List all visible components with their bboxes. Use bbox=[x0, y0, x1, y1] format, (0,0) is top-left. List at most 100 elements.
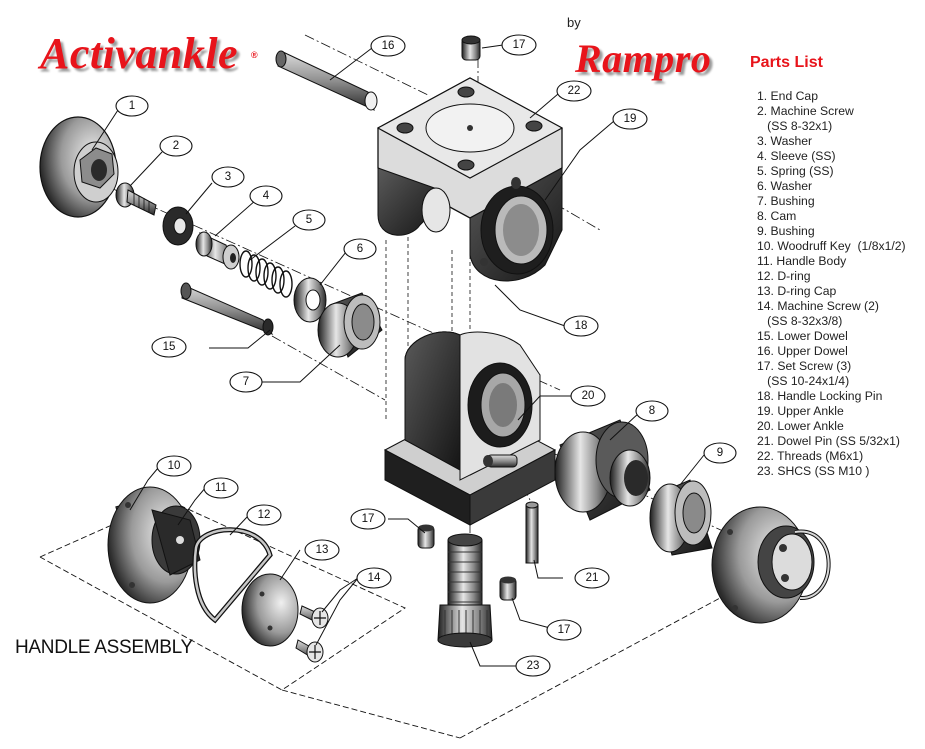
parts-list-item: 13. D-ring Cap bbox=[757, 284, 837, 298]
callout-label-20: 20 bbox=[582, 390, 595, 402]
callout-3 bbox=[211, 166, 245, 188]
callout-labels: 1 2 3 4 5 6 7 8 9 10 11 12 13 14 15 16 1… bbox=[129, 39, 723, 672]
parts-list-item: 21. Dowel Pin (SS 5/32x1) bbox=[757, 434, 900, 448]
parts-list-item: 3. Washer bbox=[757, 134, 813, 148]
callout-label-17a: 17 bbox=[513, 39, 526, 51]
callout-22 bbox=[556, 80, 592, 102]
part-spring bbox=[239, 250, 293, 298]
callout-label-15: 15 bbox=[163, 341, 176, 353]
callout-4 bbox=[249, 185, 283, 207]
part-set-screw-top bbox=[461, 35, 481, 61]
parts-list-item: 1. End Cap bbox=[757, 89, 818, 103]
parts-list-item: 20. Lower Ankle bbox=[757, 419, 844, 433]
callout-19 bbox=[612, 108, 648, 130]
parts-list-item: 7. Bushing bbox=[757, 194, 815, 208]
callout-label-3: 3 bbox=[225, 171, 231, 183]
callout-label-13: 13 bbox=[316, 544, 329, 556]
callout-label-1: 1 bbox=[129, 100, 135, 112]
part-d-ring bbox=[192, 527, 273, 624]
parts-list-item: 23. SHCS (SS M10 ) bbox=[757, 464, 870, 478]
parts-list-item: 15. Lower Dowel bbox=[757, 329, 848, 343]
callout-label-2: 2 bbox=[173, 140, 179, 152]
part-bushing bbox=[317, 292, 383, 358]
parts-list-item: 18. Handle Locking Pin bbox=[757, 389, 883, 403]
callout-18 bbox=[563, 315, 599, 337]
callout-17a bbox=[501, 34, 537, 56]
callout-21 bbox=[574, 567, 610, 589]
parts-list-item: 19. Upper Ankle bbox=[757, 404, 844, 418]
parts-list-item: 2. Machine Screw bbox=[757, 104, 854, 118]
part-lower-dowel bbox=[180, 282, 274, 336]
part-sleeve bbox=[195, 231, 240, 270]
part-bushing-2 bbox=[649, 479, 713, 556]
parts-list-item: (SS 8-32x1) bbox=[757, 119, 833, 133]
callout-label-11: 11 bbox=[215, 482, 227, 494]
parts-list-item: 12. D-ring bbox=[757, 269, 811, 283]
parts-list-item: 17. Set Screw (3) bbox=[757, 359, 852, 373]
part-cam bbox=[554, 419, 651, 521]
parts-list-item: 5. Spring (SS) bbox=[757, 164, 834, 178]
rampro-logo: Rampro bbox=[575, 36, 712, 81]
callout-17c bbox=[546, 619, 582, 641]
parts-list-item: 11. Handle Body bbox=[757, 254, 847, 268]
callout-label-21: 21 bbox=[586, 572, 599, 584]
part-handle-body bbox=[107, 486, 201, 604]
callout-12 bbox=[246, 504, 282, 526]
parts-list-item: 22. Threads (M6x1) bbox=[757, 449, 864, 463]
parts-list: 1. End Cap 2. Machine Screw (SS 8-32x1) … bbox=[757, 89, 906, 479]
parts-list-item: 6. Washer bbox=[757, 179, 813, 193]
callout-14 bbox=[356, 567, 392, 589]
callout-10 bbox=[156, 455, 192, 477]
part-dowel-pin bbox=[525, 501, 539, 564]
callout-label-6: 6 bbox=[357, 243, 363, 255]
part-washer-2 bbox=[293, 277, 327, 323]
callouts bbox=[115, 34, 737, 677]
parts-list-item: 4. Sleeve (SS) bbox=[757, 149, 836, 163]
callout-5 bbox=[292, 209, 326, 231]
callout-16 bbox=[370, 35, 406, 57]
callout-label-10: 10 bbox=[168, 460, 181, 472]
activankle-logo: Activankle bbox=[40, 29, 239, 78]
parts-list-item: (SS 10-24x1/4) bbox=[757, 374, 850, 388]
callout-label-17c: 17 bbox=[558, 624, 571, 636]
callout-label-19: 19 bbox=[624, 113, 637, 125]
callout-15 bbox=[151, 336, 187, 358]
part-set-screw-lower-left bbox=[417, 524, 435, 549]
callout-9 bbox=[703, 442, 737, 464]
part-machine-screws-pair bbox=[295, 605, 329, 663]
parts-list-item: 9. Bushing bbox=[757, 224, 815, 238]
part-set-screw-lower-right bbox=[499, 576, 517, 601]
callout-7 bbox=[229, 371, 263, 393]
callout-label-4: 4 bbox=[263, 190, 270, 202]
callout-label-9: 9 bbox=[717, 447, 723, 459]
part-shcs bbox=[437, 533, 493, 648]
handle-assembly-label: HANDLE ASSEMBLY bbox=[15, 637, 193, 658]
callout-6 bbox=[343, 238, 377, 260]
callout-20 bbox=[570, 385, 606, 407]
part-end-cap bbox=[39, 116, 119, 218]
part-machine-screw bbox=[115, 182, 157, 216]
part-upper-ankle bbox=[376, 77, 564, 282]
parts-list-item: 10. Woodruff Key (1/8x1/2) bbox=[757, 239, 906, 253]
callout-label-5: 5 bbox=[306, 214, 312, 226]
callout-label-22: 22 bbox=[568, 85, 581, 97]
part-lower-ankle bbox=[383, 331, 557, 526]
callout-label-8: 8 bbox=[649, 405, 655, 417]
part-washer bbox=[162, 206, 194, 246]
parts-list-item: 16. Upper Dowel bbox=[757, 344, 848, 358]
callout-label-16: 16 bbox=[382, 40, 395, 52]
parts-list-item: 8. Cam bbox=[757, 209, 797, 223]
part-handle-assembled bbox=[711, 506, 831, 624]
callout-2 bbox=[159, 135, 193, 157]
callout-1 bbox=[115, 95, 149, 117]
part-upper-dowel bbox=[275, 50, 378, 111]
callout-label-23: 23 bbox=[527, 660, 540, 672]
parts-list-item: 14. Machine Screw (2) bbox=[757, 299, 879, 313]
parts-list-item: (SS 8-32x3/8) bbox=[757, 314, 843, 328]
callout-label-14: 14 bbox=[368, 572, 381, 584]
leader-lines bbox=[91, 44, 705, 667]
callout-label-17b: 17 bbox=[362, 513, 375, 525]
callout-17b bbox=[350, 508, 386, 530]
